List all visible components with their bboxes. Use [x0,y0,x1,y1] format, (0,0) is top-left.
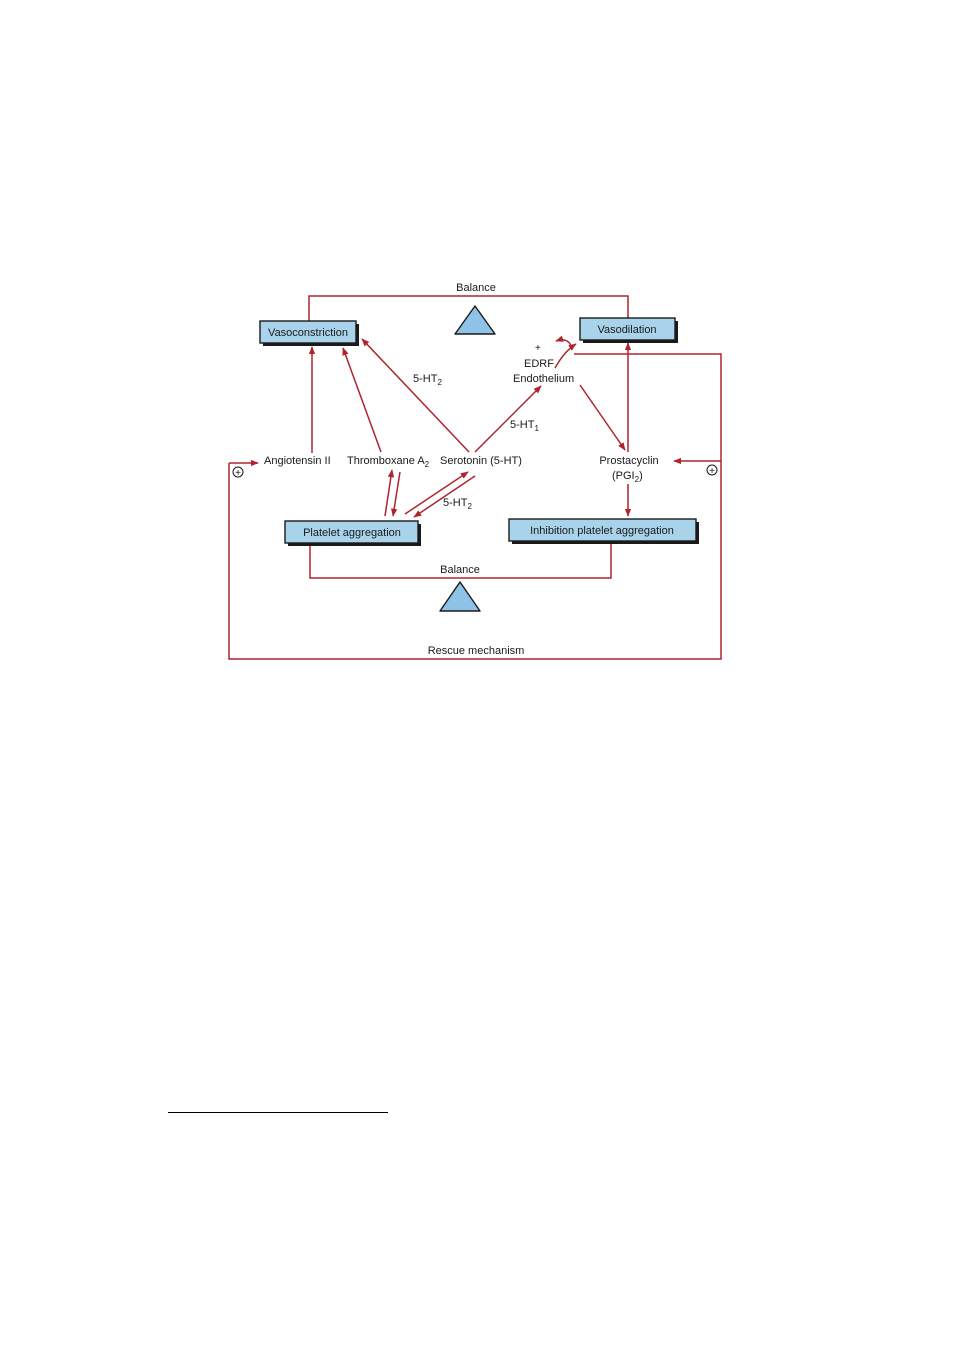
arrows [308,335,632,518]
box-platelet-aggregation: Platelet aggregation [284,520,421,546]
box-vasoconstriction: Vasoconstriction [259,320,359,346]
box-vasodilation: Vasodilation [579,317,678,343]
arrow-edrf-to-vasodilation [554,343,577,369]
pgi2-label: (PGI2) [612,470,643,484]
arrow-platelet-to-thromboxane [384,469,395,517]
top-balance-fulcrum [454,305,496,335]
receptor-5ht1-label: 5-HT1 [510,419,539,433]
arrow-serotonin-to-platelet [413,475,476,518]
bottom-balance: Balance [309,543,612,612]
footnote-rule [168,1112,388,1113]
rescue-label: Rescue mechanism [428,645,525,657]
endothelium-label: Endothelium [513,373,574,385]
feedback-plus-left-icon [232,466,244,478]
feedback-plus-right: + [709,466,715,477]
bottom-balance-beam [309,543,612,579]
bottom-balance-fulcrum [439,581,481,612]
feedback-plus-left: + [235,468,241,479]
edrf-plus-sign: + [535,343,541,354]
prostacyclin-label: Prostacyclin [599,455,658,467]
box-vasodilation-label: Vasodilation [597,324,656,336]
arrow-serotonin-to-endothelium [474,385,542,453]
rescue-mechanism: Rescue mechanism + + [228,353,722,660]
top-balance-label: Balance [456,282,496,294]
arrow-platelet-to-serotonin [404,471,469,515]
receptor-5ht2-lower-label: 5-HT2 [443,497,472,511]
top-balance-beam [308,295,629,323]
arrow-endothelium-to-prostacyclin [579,384,626,451]
thromboxane-label: Thromboxane A2 [347,455,430,469]
box-inhibition-platelet-aggregation: Inhibition platelet aggregation [508,518,699,544]
arrow-thromboxane-to-platelet [390,471,401,517]
arrow-thromboxane-to-vasoconstriction [342,347,382,453]
box-vasoconstriction-label: Vasoconstriction [268,327,348,339]
bottom-balance-label: Balance [440,564,480,576]
box-platelet-aggregation-label: Platelet aggregation [303,527,401,539]
arrow-serotonin-to-vasoconstriction [361,338,470,453]
angiotensin-label: Angiotensin II [264,455,331,467]
top-balance: Balance [308,282,629,335]
receptor-5ht2-upper-label: 5-HT2 [413,373,442,387]
arrow-edrf-feedback-curl [555,335,573,351]
feedback-plus-right-icon [706,464,718,476]
edrf-label: EDRF [524,358,554,370]
serotonin-label: Serotonin (5-HT) [440,455,522,467]
rescue-loop-line [228,353,722,660]
box-inhibition-platelet-aggregation-label: Inhibition platelet aggregation [530,525,674,537]
